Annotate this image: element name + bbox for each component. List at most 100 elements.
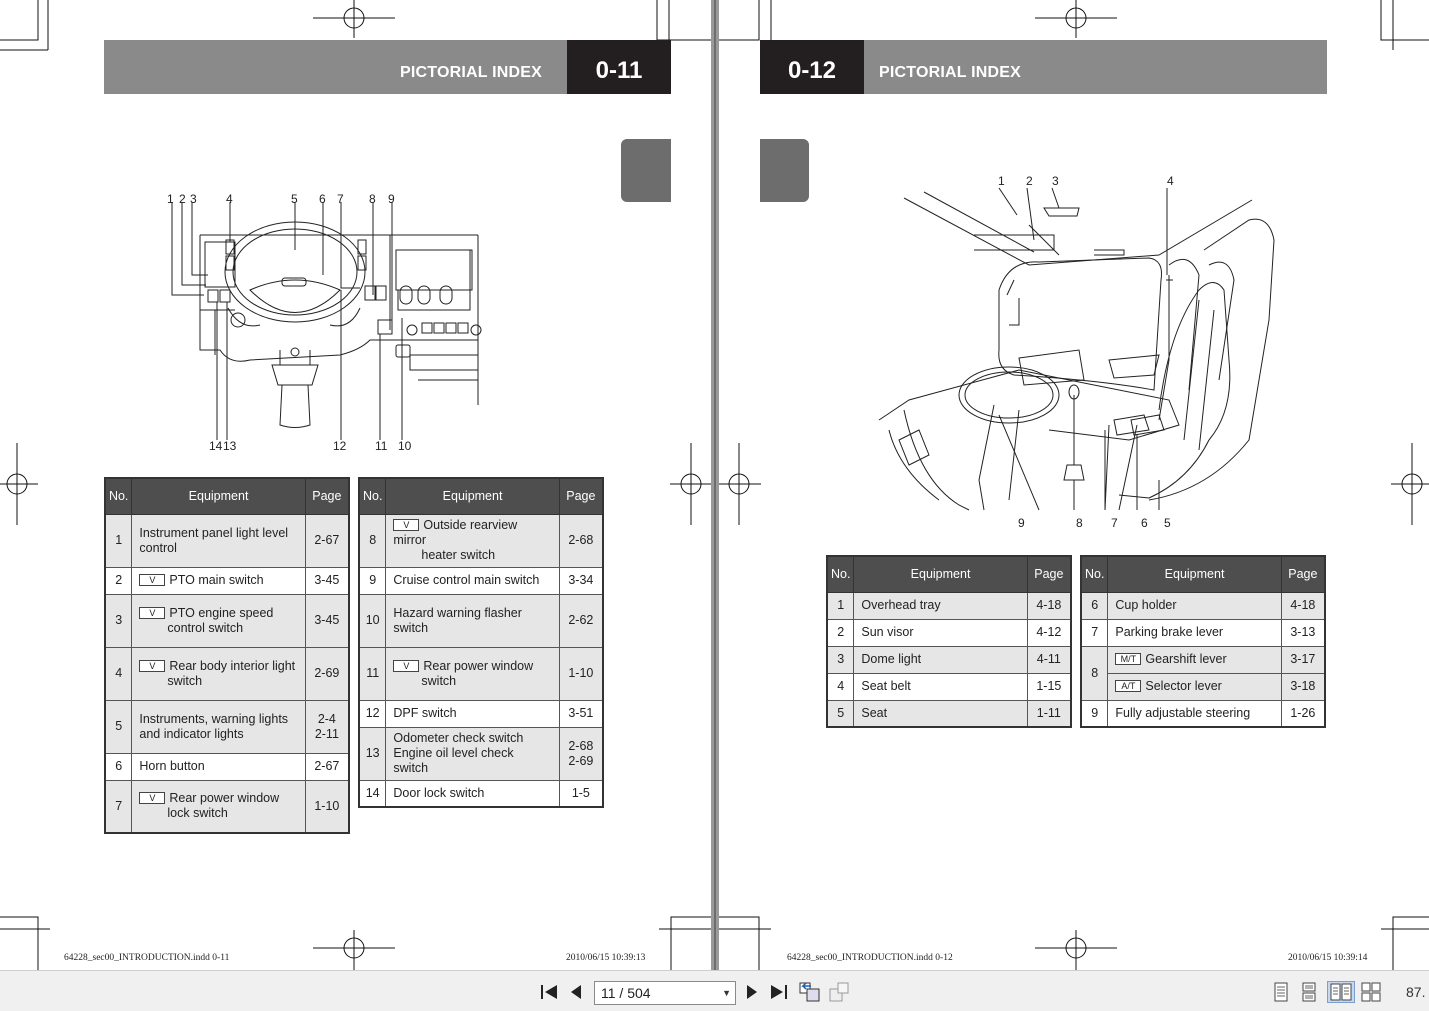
table-row: 3 Dome light 4-11 <box>826 645 1072 674</box>
section-tab <box>621 139 671 202</box>
page-title: PICTORIAL INDEX <box>879 64 1021 81</box>
equipment-name: Horn button <box>131 752 306 781</box>
callout-2: 2 <box>1026 174 1033 188</box>
row-number: 12 <box>358 699 387 728</box>
col-page: Page <box>1280 555 1326 593</box>
page-reference: 1-10 <box>304 779 350 834</box>
registration-mark-left <box>719 443 761 525</box>
registration-mark-left <box>0 443 40 525</box>
page-0-11: PICTORIAL INDEX 0-11 <box>0 0 711 970</box>
col-page: Page <box>1026 555 1072 593</box>
go-back-icon[interactable] <box>798 981 822 1003</box>
mt-badge: M/T <box>1115 653 1142 665</box>
col-page: Page <box>558 477 604 515</box>
page-reference: 3-51 <box>558 699 604 728</box>
callout-8: 8 <box>369 192 376 206</box>
callout-11: 11 <box>375 439 388 453</box>
go-forward-icon[interactable] <box>828 981 852 1003</box>
two-page-view-icon[interactable] <box>1327 981 1355 1003</box>
registration-mark-top <box>1035 0 1117 40</box>
callout-10: 10 <box>398 439 412 453</box>
equipment-table-1-5: No. Equipment Page 1 Overhead tray 4-18 … <box>826 555 1072 728</box>
table-row: 2 Sun visor 4-12 <box>826 618 1072 647</box>
row-number: 14 <box>358 779 387 808</box>
page-title: PICTORIAL INDEX <box>400 64 542 81</box>
zoom-level[interactable]: 87. <box>1406 984 1426 1000</box>
callout-3: 3 <box>1052 174 1059 188</box>
last-page-icon[interactable] <box>768 981 790 1003</box>
single-page-view-icon[interactable] <box>1270 981 1292 1003</box>
page-reference: 3-45 <box>304 566 350 595</box>
callout-6: 6 <box>319 192 326 206</box>
registration-mark-bottom <box>313 930 395 970</box>
page-reference: 1-10 <box>558 646 604 701</box>
page-header: 0-12 PICTORIAL INDEX <box>760 40 1327 94</box>
table-row: 7 Parking brake lever 3-13 <box>1080 618 1326 647</box>
equipment-name: DPF switch <box>385 699 560 728</box>
prev-page-icon[interactable] <box>566 981 586 1003</box>
variant-badge: V <box>139 659 166 672</box>
table-row: 5 Seat 1-11 <box>826 699 1072 728</box>
page-number-input[interactable]: 11 / 504 ▼ <box>594 981 736 1005</box>
footer-timestamp: 2010/06/15 10:39:14 <box>1288 953 1368 963</box>
crop-mark-bottom-left <box>0 915 52 970</box>
row-number: 13 <box>358 726 387 781</box>
section-tab <box>760 139 809 202</box>
continuous-view-icon[interactable] <box>1298 981 1320 1003</box>
callout-8: 8 <box>1076 516 1083 530</box>
crop-mark-top-left <box>0 0 60 60</box>
callout-5: 5 <box>291 192 298 206</box>
page-reference: 2-62 <box>558 593 604 648</box>
callout-9: 9 <box>388 192 395 206</box>
callout-1: 1 <box>167 192 174 206</box>
callout-6: 6 <box>1141 516 1148 530</box>
col-equipment: Equipment <box>385 477 560 515</box>
equipment-name: Door lock switch <box>385 779 560 808</box>
col-no: No. <box>358 477 387 515</box>
first-page-icon[interactable] <box>538 981 560 1003</box>
navigation-toolbar: 11 / 504 ▼ 87. <box>0 970 1429 1011</box>
page-header: PICTORIAL INDEX 0-11 <box>104 40 671 94</box>
callout-9: 9 <box>1018 516 1025 530</box>
col-equipment: Equipment <box>1107 555 1282 593</box>
row-number: 9 <box>358 566 387 595</box>
row-number: 1 <box>104 513 133 568</box>
row-number: 6 <box>104 752 133 781</box>
variant-badge: V <box>139 574 166 586</box>
document-viewer[interactable]: PICTORIAL INDEX 0-11 <box>0 0 1429 970</box>
continuous-two-page-view-icon[interactable] <box>1360 981 1382 1003</box>
callout-1: 1 <box>998 174 1005 188</box>
row-number: 8 <box>358 513 387 568</box>
cab-interior-illustration <box>869 180 1289 520</box>
col-no: No. <box>104 477 133 515</box>
callout-4: 4 <box>1167 174 1174 188</box>
page-reference: 2-68 <box>558 513 604 568</box>
next-page-icon[interactable] <box>742 981 762 1003</box>
chevron-down-icon[interactable]: ▼ <box>722 988 731 998</box>
footer-file-info: 64228_sec00_INTRODUCTION.indd 0-12 <box>787 953 953 963</box>
variant-badge: V <box>393 659 420 672</box>
crop-mark-top-right <box>1379 0 1429 52</box>
callout-2: 2 <box>179 192 186 206</box>
equipment-table-6-9: No. Equipment Page 6 Cup holder 4-18 7 P… <box>1080 555 1326 728</box>
registration-mark-right <box>1391 443 1429 525</box>
callout-14: 14 <box>209 439 223 453</box>
page-reference: 3-34 <box>558 566 604 595</box>
callout-12: 12 <box>333 439 347 453</box>
row-number: 4 <box>104 646 133 701</box>
